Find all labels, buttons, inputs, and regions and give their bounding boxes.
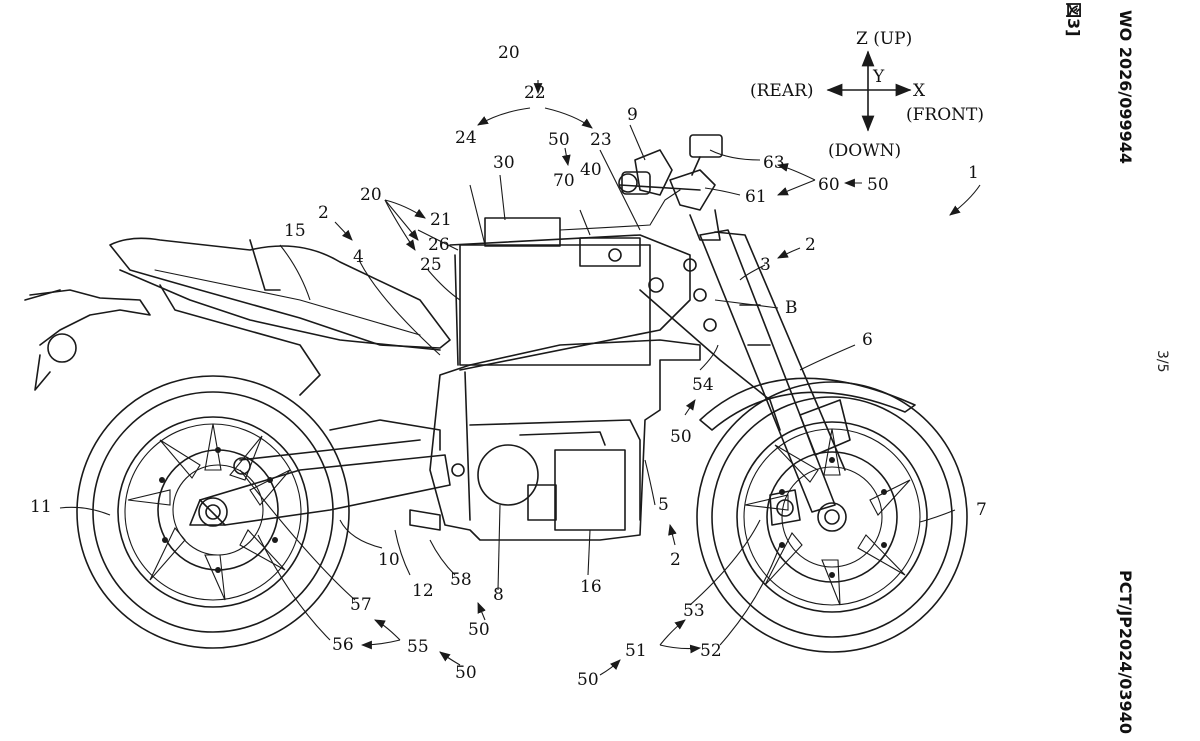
label-30: 30	[493, 153, 515, 173]
label-8: 8	[493, 585, 504, 605]
label-22: 22	[524, 83, 546, 103]
label-10: 10	[378, 550, 400, 570]
label-70: 70	[553, 171, 575, 191]
label-50-mid: 50	[670, 427, 692, 447]
page-number: 3/5	[1154, 350, 1170, 373]
label-23: 23	[590, 130, 612, 150]
battery-box	[459, 244, 651, 366]
label-9: 9	[627, 105, 638, 125]
label-15: 15	[284, 221, 306, 241]
label-57: 57	[350, 595, 372, 615]
leader-lines	[59, 124, 956, 646]
label-25: 25	[420, 255, 442, 275]
front-wheel	[696, 381, 968, 653]
label-58: 58	[450, 570, 472, 590]
publication-number: WO 2026/099944	[1116, 10, 1135, 164]
label-2-front: 2	[805, 235, 816, 255]
label-40: 40	[580, 160, 602, 180]
rear-wheel	[76, 375, 350, 649]
label-51: 51	[625, 641, 647, 661]
label-4: 4	[353, 247, 364, 267]
front-brake-disc	[766, 451, 898, 583]
label-6: 6	[862, 330, 873, 350]
label-60: 60	[818, 175, 840, 195]
label-54: 54	[692, 375, 714, 395]
axis-rear-label: (REAR)	[750, 81, 814, 101]
reference-numerals: 1 2 2 2 3 4 5 6 7 8 9 10 11 12 15 16 20 …	[30, 43, 987, 690]
label-3: 3	[760, 255, 771, 275]
axis-x-label: X	[913, 81, 926, 101]
label-50-top: 50	[548, 130, 570, 150]
figure-tag: 図3]	[1064, 2, 1083, 36]
rear-brake-disc	[157, 449, 279, 571]
swingarm	[189, 419, 451, 531]
label-50-front: 50	[577, 670, 599, 690]
component-30	[484, 217, 561, 247]
axis-down-label: (DOWN)	[828, 141, 901, 161]
label-11: 11	[30, 497, 52, 517]
label-24: 24	[455, 128, 477, 148]
axis-up-label: Z (UP)	[856, 29, 912, 49]
label-53: 53	[683, 601, 705, 621]
label-21: 21	[430, 210, 452, 230]
handlebar	[618, 134, 723, 241]
component-40	[579, 237, 641, 267]
label-56: 56	[332, 635, 354, 655]
label-1: 1	[968, 163, 979, 183]
label-55: 55	[407, 637, 429, 657]
application-number: PCT/JP2024/03940	[1116, 570, 1135, 734]
front-brake-caliper	[769, 489, 801, 526]
label-5: 5	[658, 495, 669, 515]
label-20-top: 20	[498, 43, 520, 63]
label-26: 26	[428, 235, 450, 255]
motor-8	[477, 444, 539, 506]
label-20-left: 20	[360, 185, 382, 205]
label-16: 16	[580, 577, 602, 597]
label-61: 61	[745, 187, 767, 207]
component-16	[554, 449, 626, 531]
frame	[429, 189, 781, 541]
front-fender	[699, 377, 916, 431]
label-2-bottom: 2	[670, 550, 681, 570]
label-50-motor: 50	[468, 620, 490, 640]
seat-and-tail	[24, 237, 451, 396]
label-12: 12	[412, 581, 434, 601]
label-50-right: 50	[867, 175, 889, 195]
axis-y-label: Y	[872, 67, 885, 87]
label-52: 52	[700, 641, 722, 661]
label-7: 7	[976, 500, 987, 520]
label-2-rear: 2	[318, 203, 329, 223]
label-63: 63	[763, 153, 785, 173]
axis-indicator: Z (UP) (DOWN) (REAR) (FRONT) X Y	[750, 29, 984, 161]
axis-front-label: (FRONT)	[906, 105, 984, 125]
reference-arrows	[334, 80, 981, 676]
label-B: B	[785, 298, 798, 318]
label-50-rear: 50	[455, 663, 477, 683]
